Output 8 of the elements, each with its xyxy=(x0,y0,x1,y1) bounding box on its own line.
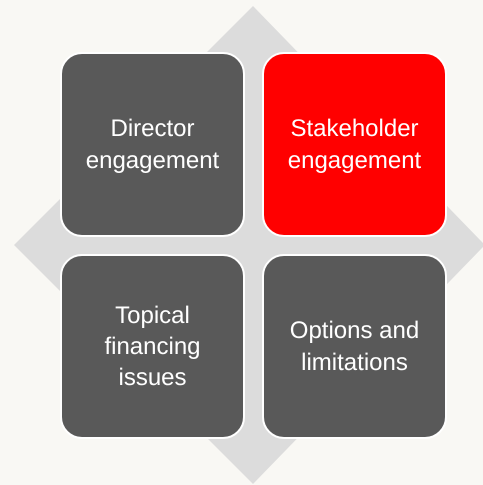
matrix-tile xyxy=(262,52,447,237)
tile-label: Stakeholder engagement xyxy=(286,114,422,176)
tile-label: Options and limitations xyxy=(288,316,420,378)
matrix-tile xyxy=(60,254,245,439)
tile-label: Topical financing issues xyxy=(103,300,202,394)
tile-label: Director engagement xyxy=(84,114,220,176)
matrix-tile xyxy=(60,52,245,237)
matrix-tile xyxy=(262,254,447,439)
